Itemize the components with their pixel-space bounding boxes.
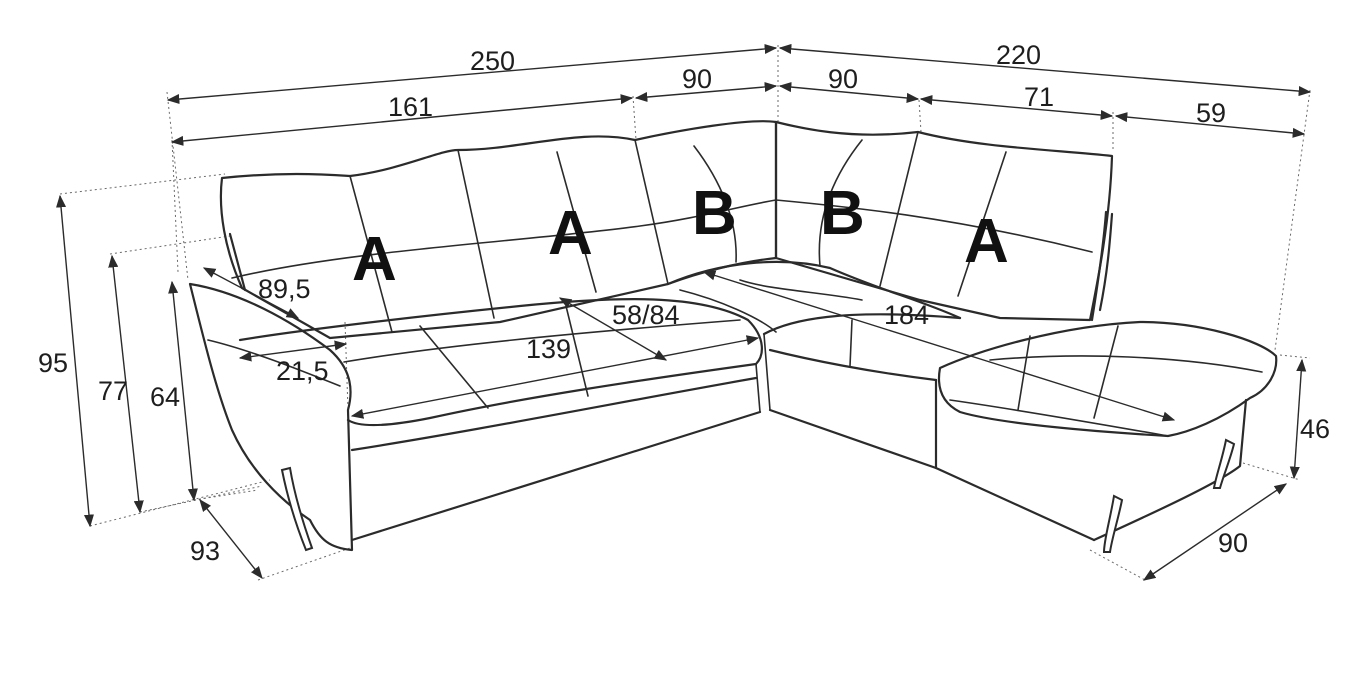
- extension-lines: [59, 45, 1311, 581]
- dim-total-height: 95: [38, 348, 68, 378]
- dim-corner-right: 90: [828, 64, 858, 94]
- dim-seat-depth-left: 139: [526, 334, 571, 364]
- dim-seat-depth-middle: 58/84: [612, 300, 680, 330]
- dim-total-left: 250: [470, 46, 515, 76]
- dim-chaise: 59: [1196, 98, 1226, 128]
- module-label-4: B: [820, 179, 865, 248]
- dimension-labels: 250 220 161 90 90 71 59 95 77 64 46 93 9…: [38, 40, 1330, 566]
- dim-arm-width: 21,5: [276, 356, 329, 386]
- module-label-5: A: [964, 207, 1009, 276]
- dim-right-module: 71: [1024, 82, 1054, 112]
- dim-chaise-depth: 90: [1218, 528, 1248, 558]
- module-labels: A A B B A: [352, 179, 1009, 294]
- dim-total-right: 220: [996, 40, 1041, 70]
- dim-seat-height: 46: [1300, 414, 1330, 444]
- module-label-2: A: [548, 199, 593, 268]
- dim-back-height: 77: [98, 376, 128, 406]
- dim-seat-depth-right: 184: [884, 300, 929, 330]
- dim-left-seat: 161: [388, 92, 433, 122]
- sofa-outline: [188, 120, 1278, 553]
- dimension-lines: [56, 43, 1312, 581]
- dim-left-depth: 93: [190, 536, 220, 566]
- dim-arm-height: 64: [150, 382, 180, 412]
- dim-arm-length: 89,5: [258, 274, 311, 304]
- dim-corner-left: 90: [682, 64, 712, 94]
- module-label-1: A: [352, 225, 397, 294]
- module-label-3: B: [692, 179, 737, 248]
